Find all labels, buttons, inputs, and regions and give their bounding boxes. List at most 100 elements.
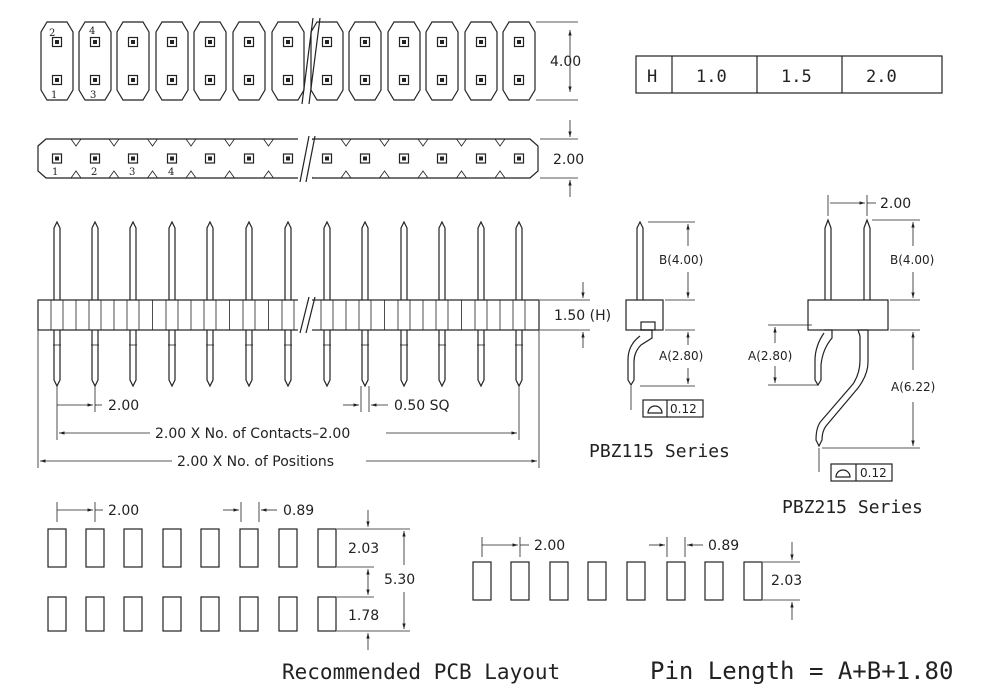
notch bbox=[108, 138, 120, 147]
pin-square bbox=[398, 74, 410, 86]
pin-square bbox=[475, 74, 487, 86]
pin-center bbox=[93, 40, 97, 44]
pin-square bbox=[282, 74, 294, 86]
pin-shoulder bbox=[640, 321, 656, 331]
pcb-pad bbox=[317, 596, 337, 632]
pcb-pad bbox=[278, 596, 298, 632]
tolerance-value: 0.12 bbox=[860, 466, 887, 480]
pin-upper bbox=[53, 220, 61, 300]
pin-upper bbox=[515, 220, 523, 300]
pin-square bbox=[475, 36, 487, 48]
pcb-pad bbox=[123, 528, 143, 568]
pin-center bbox=[170, 156, 174, 161]
pin-length-formula: Pin Length = A+B+1.80 bbox=[650, 657, 953, 685]
pin-number-3: 3 bbox=[129, 167, 135, 178]
pcb-pad bbox=[85, 596, 105, 632]
notch bbox=[379, 170, 390, 179]
pin-square bbox=[513, 153, 525, 164]
pin-center bbox=[170, 40, 174, 44]
table-value-2: 1.5 bbox=[781, 67, 812, 87]
pin-number-2: 2 bbox=[91, 167, 97, 178]
pin-lower-bent-1 bbox=[814, 329, 833, 387]
pin-square bbox=[321, 74, 333, 86]
pin-lower bbox=[477, 330, 485, 388]
notch bbox=[494, 170, 506, 179]
pin-center bbox=[440, 40, 444, 44]
pcb-pad bbox=[743, 561, 763, 601]
housing-cell bbox=[387, 21, 421, 101]
pin-lower bbox=[53, 330, 61, 388]
pin-center bbox=[479, 78, 483, 82]
pin-center bbox=[131, 156, 135, 161]
break-line bbox=[299, 135, 310, 183]
dim-label-pbz215-a2: A(6.22) bbox=[891, 380, 935, 394]
pin-center bbox=[402, 78, 406, 82]
pin-center bbox=[325, 156, 329, 161]
pin-square bbox=[51, 36, 63, 48]
pin-square bbox=[127, 36, 139, 48]
dim-label-pcb-pad-h2: 1.78 bbox=[348, 608, 379, 624]
pin-center bbox=[55, 78, 59, 82]
pin-square bbox=[436, 153, 448, 164]
pcb-pad bbox=[472, 561, 492, 601]
notch bbox=[379, 138, 390, 147]
table-value-1: 1.0 bbox=[696, 67, 727, 87]
notch bbox=[417, 138, 429, 147]
pin-upper bbox=[245, 220, 253, 300]
pin-square bbox=[436, 36, 448, 48]
pin-square bbox=[359, 153, 371, 164]
dim-label-pcb-pad-width: 0.89 bbox=[283, 503, 314, 519]
pin-lower bbox=[361, 330, 369, 388]
housing-cell bbox=[348, 21, 382, 101]
dim-label-pcb-pad-h1: 2.03 bbox=[348, 541, 379, 557]
pcb-pad bbox=[704, 561, 724, 601]
housing-cell bbox=[232, 21, 266, 101]
notch bbox=[340, 170, 352, 179]
insulator-body bbox=[625, 299, 664, 331]
pin-square bbox=[204, 153, 216, 164]
pin-square bbox=[513, 36, 525, 48]
pcb-pad bbox=[626, 561, 646, 601]
dim-label-pbz215-b: B(4.00) bbox=[890, 253, 934, 267]
housing-outline bbox=[37, 138, 539, 179]
pin-center bbox=[93, 156, 97, 161]
pin-upper bbox=[168, 220, 176, 300]
notch bbox=[224, 138, 235, 147]
pin-center bbox=[286, 156, 290, 161]
pin-square bbox=[127, 153, 139, 164]
pin-square bbox=[204, 36, 216, 48]
pcb-pad bbox=[162, 528, 182, 568]
pin-square bbox=[398, 153, 410, 164]
pin-center bbox=[93, 78, 97, 82]
pin-upper bbox=[477, 220, 485, 300]
pin-square bbox=[166, 36, 178, 48]
dim-label-4-00: 4.00 bbox=[550, 54, 581, 70]
notch bbox=[456, 138, 467, 147]
pcb-pad bbox=[239, 596, 259, 632]
dual-row-top-view bbox=[40, 17, 536, 105]
series-title-pbz115: PBZ115 Series bbox=[589, 441, 730, 462]
housing-cell bbox=[155, 21, 189, 101]
pin-center bbox=[247, 156, 251, 161]
pcb-pad bbox=[47, 528, 67, 568]
notch bbox=[70, 170, 82, 179]
pin-lower bbox=[206, 330, 214, 388]
notch bbox=[147, 138, 158, 147]
pin-upper bbox=[361, 220, 369, 300]
notch bbox=[70, 138, 82, 147]
break-line bbox=[305, 135, 316, 183]
pin-center bbox=[402, 156, 406, 161]
pin-number-1: 1 bbox=[52, 167, 58, 178]
pcb-pad bbox=[549, 561, 569, 601]
pin-center bbox=[55, 156, 59, 161]
housing-cell bbox=[310, 21, 344, 101]
notch bbox=[185, 138, 197, 147]
pin-upper-1 bbox=[824, 218, 832, 300]
notch bbox=[263, 170, 274, 179]
tolerance-box bbox=[642, 399, 704, 418]
pin-center bbox=[208, 78, 212, 82]
housing-cell bbox=[464, 21, 498, 101]
pin-square bbox=[166, 153, 178, 164]
notch bbox=[224, 170, 235, 179]
